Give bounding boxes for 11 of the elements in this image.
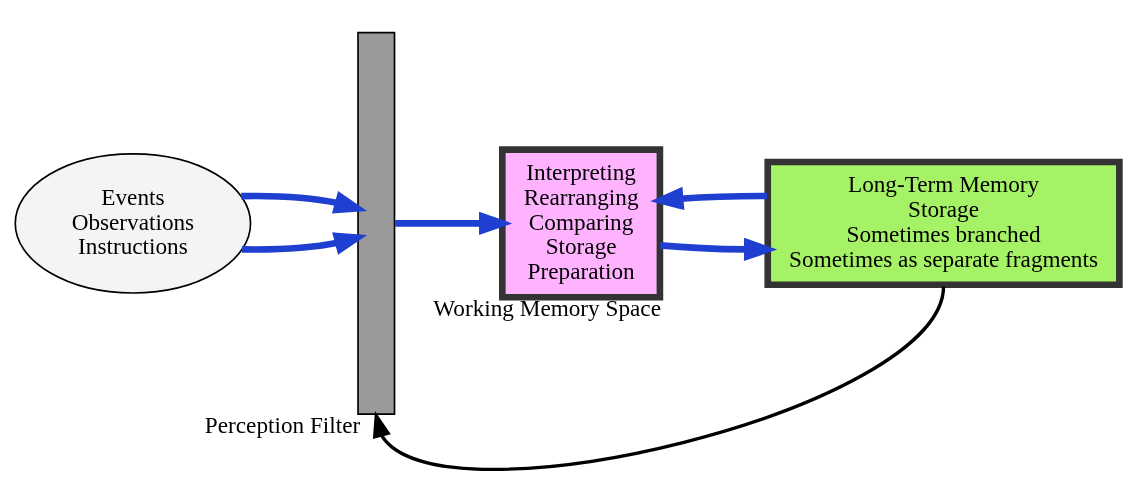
node-label: Perception Filter (204, 411, 361, 438)
arrow (650, 186, 768, 211)
arrow (395, 211, 513, 236)
arrow (372, 285, 946, 471)
node-box: Interpreting Rearranging Comparing Storage Preparation (499, 146, 664, 301)
node-ellipse: Events Observations Instructions (14, 153, 252, 294)
node-box: Long-Term Memory Storage Sometimes branched Sometimes as separate fragments (764, 158, 1123, 289)
arrow (241, 232, 368, 255)
arrow (659, 237, 778, 262)
node-box (357, 31, 396, 415)
arrow (241, 191, 368, 214)
